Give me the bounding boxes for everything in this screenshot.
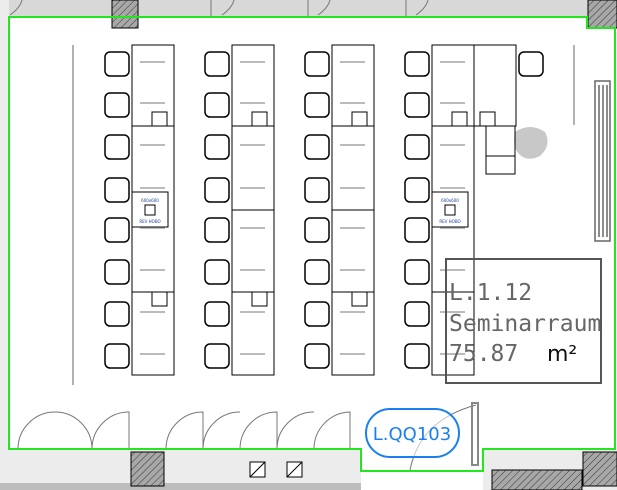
chair: [404, 217, 430, 243]
floor-outlet: [251, 291, 268, 307]
chair: [104, 301, 130, 327]
chair: [304, 301, 330, 327]
bottom-wall: [9, 449, 361, 483]
chair: [304, 177, 330, 203]
chair: [404, 51, 430, 77]
chair: [104, 134, 130, 160]
chair: [404, 177, 430, 203]
structural-column: [111, 0, 139, 29]
lectern: [485, 125, 516, 157]
door-tag-label: L.QQ103: [373, 424, 451, 445]
chair: [404, 134, 430, 160]
chair: [204, 92, 230, 118]
chair: [404, 301, 430, 327]
left-wall: [0, 0, 9, 490]
structural-column: [491, 469, 583, 490]
chair: [304, 92, 330, 118]
floor-box: 600x600 REV HOBO: [131, 191, 169, 228]
chair: [518, 51, 544, 77]
chair: [304, 51, 330, 77]
chair: [404, 343, 430, 369]
desk: [331, 209, 375, 293]
radiator: [594, 80, 611, 242]
chair: [104, 51, 130, 77]
room-area-unit: m²: [547, 342, 577, 367]
chair: [104, 343, 130, 369]
chair: [204, 301, 230, 327]
floor-outlet: [151, 291, 168, 307]
floor-outlet: [351, 291, 368, 307]
desk: [331, 125, 375, 211]
chair: [404, 92, 430, 118]
chair: [204, 134, 230, 160]
floor-outlet: [351, 111, 368, 127]
chair: [204, 259, 230, 285]
floor-outlet: [479, 111, 496, 127]
chair: [204, 217, 230, 243]
chair: [204, 51, 230, 77]
floor-outlet: [451, 111, 468, 127]
chair: [104, 177, 130, 203]
chair: [204, 177, 230, 203]
floor-box-label: REV HOBO: [439, 219, 460, 224]
room-number: L.1.12: [449, 280, 532, 306]
chair: [304, 343, 330, 369]
room-outline: [8, 16, 616, 472]
door-tag[interactable]: L.QQ103: [365, 408, 460, 458]
floor-box-size: 600x600: [441, 198, 459, 203]
desk: [231, 209, 275, 293]
desk: [431, 291, 475, 376]
room-area: 75.87: [449, 341, 518, 367]
desk: [231, 125, 275, 211]
floor-box-size: 600x600: [141, 198, 159, 203]
chair: [104, 92, 130, 118]
chair-group: [104, 51, 544, 369]
room-label-box: [445, 258, 602, 384]
chair: [404, 259, 430, 285]
chair: [104, 217, 130, 243]
floor-outlet: [251, 111, 268, 127]
structural-column: [130, 451, 165, 487]
room-name: Seminarraum: [449, 311, 601, 337]
chair: [204, 343, 230, 369]
structural-column: [582, 451, 617, 487]
structural-column: [587, 0, 617, 29]
chair: [304, 259, 330, 285]
floor-box: 600x600 REV HOBO: [431, 191, 469, 228]
floor-box-label: REV HOBO: [139, 219, 160, 224]
floor-outlet: [151, 111, 168, 127]
plant-icon: [514, 127, 548, 159]
chair: [104, 259, 130, 285]
chair: [304, 217, 330, 243]
chair: [304, 134, 330, 160]
door-swings: [17, 402, 479, 471]
